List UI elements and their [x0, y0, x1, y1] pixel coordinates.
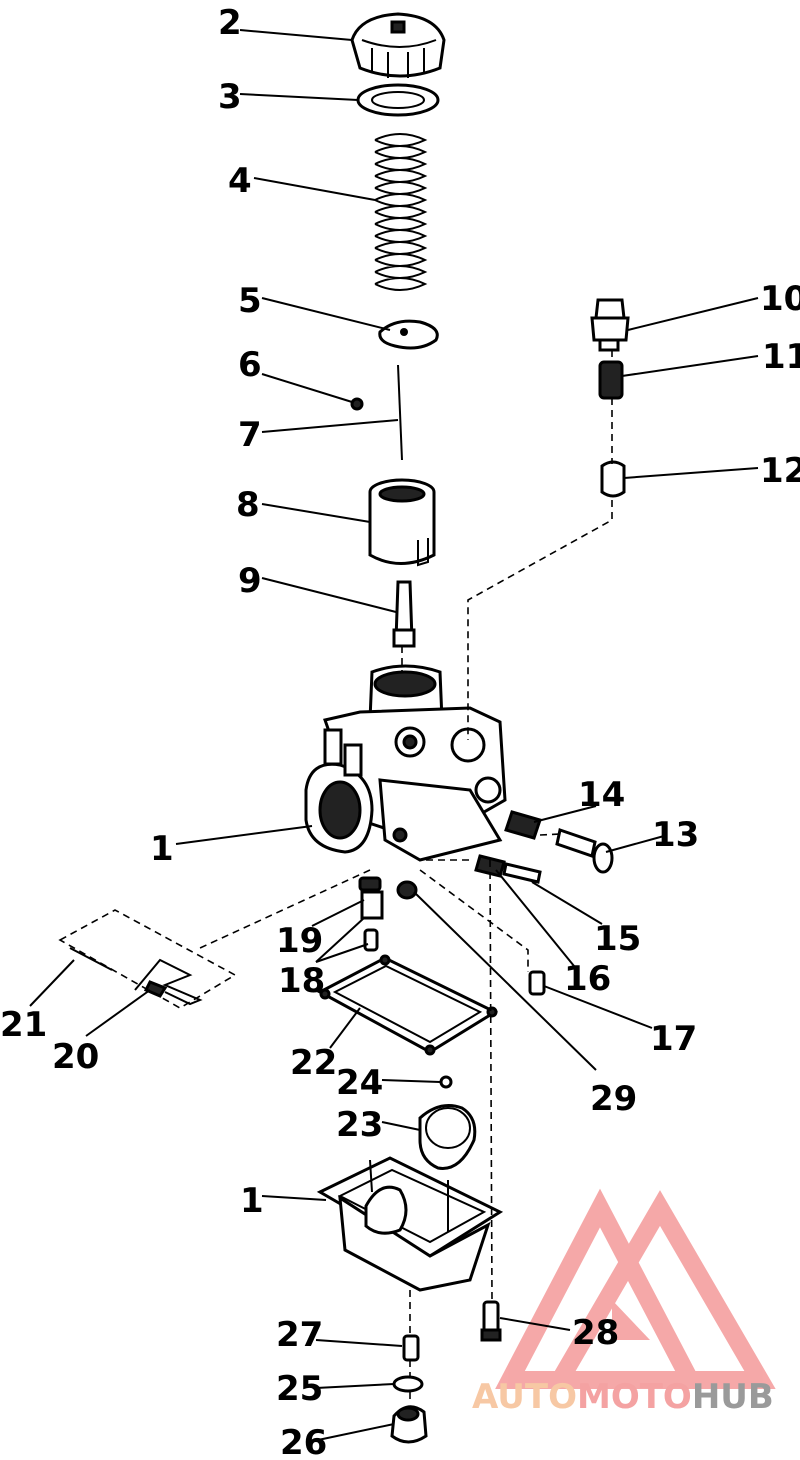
part-23-float [418, 1104, 477, 1170]
callout-2: 2 [218, 3, 242, 43]
callout-4: 4 [228, 161, 252, 201]
watermark-auto: AUTO [472, 1377, 577, 1417]
callout-11: 11 [762, 337, 800, 377]
part-26-drain-plug [390, 1405, 428, 1444]
callout-17: 17 [650, 1019, 697, 1059]
part-8-slide [368, 478, 436, 567]
part-12-plunger [600, 460, 626, 498]
part-25-o-ring [392, 1375, 424, 1393]
watermark-text: AUTOMOTOHUB [472, 1377, 774, 1417]
callout-10: 10 [760, 279, 800, 319]
callout-16: 16 [564, 959, 611, 999]
part-5-retainer [378, 319, 439, 350]
callout-1-upper: 1 [150, 829, 174, 869]
part-6-clip [350, 397, 364, 411]
callout-28: 28 [572, 1313, 619, 1353]
callout-22: 22 [290, 1043, 337, 1083]
part-13-screw [555, 828, 614, 874]
part-2-cap [350, 12, 446, 78]
leader-lines [29, 29, 759, 1441]
watermark-logo [495, 1188, 776, 1389]
part-28-screw [480, 1300, 502, 1342]
callout-7: 7 [238, 415, 262, 455]
callout-14: 14 [578, 775, 625, 815]
part-21-pin [58, 909, 237, 1009]
callout-19: 19 [276, 921, 323, 961]
callout-labels: 2 3 4 5 6 7 8 9 10 11 12 1 14 13 15 16 1… [0, 3, 800, 1460]
callout-29: 29 [590, 1079, 637, 1119]
callout-25: 25 [276, 1369, 323, 1409]
callout-15: 15 [594, 919, 641, 959]
callout-23: 23 [336, 1105, 383, 1145]
part-17-jet [528, 970, 546, 996]
callout-6: 6 [238, 345, 262, 385]
part-24-needle-valve [439, 1075, 453, 1089]
part-15-air-screw [474, 854, 542, 884]
part-11-spring [598, 360, 624, 400]
callout-3: 3 [218, 77, 242, 117]
callout-21: 21 [0, 1005, 47, 1045]
callout-18: 18 [278, 961, 325, 1001]
part-10-fitting [590, 298, 630, 352]
watermark-hub: HUB [692, 1377, 774, 1417]
callout-5: 5 [238, 281, 262, 321]
part-27-drain-screw [402, 1334, 420, 1362]
part-1-float-bowl [316, 1156, 504, 1292]
assembly-lines [199, 350, 613, 1404]
callout-20: 20 [52, 1037, 99, 1077]
callout-27: 27 [276, 1315, 323, 1355]
part-9-needle-jet [392, 580, 416, 648]
part-4-spring [374, 133, 428, 291]
part-7-needle [397, 364, 403, 461]
part-19-main-jet [358, 876, 384, 920]
callout-12: 12 [760, 451, 800, 491]
part-20-float-arm [134, 958, 203, 1006]
part-14-spring [504, 810, 542, 840]
callout-26: 26 [280, 1423, 327, 1460]
callout-9: 9 [238, 561, 262, 601]
callout-13: 13 [652, 815, 699, 855]
callout-8: 8 [236, 485, 260, 525]
part-22-gasket [316, 954, 499, 1056]
part-1-carburetor-body [304, 664, 507, 862]
part-3-washer [356, 83, 440, 117]
callout-1-lower: 1 [240, 1181, 264, 1221]
part-29-plug [396, 880, 418, 900]
watermark-moto: MOTO [577, 1377, 692, 1417]
part-18-jet [363, 928, 379, 952]
callout-24: 24 [336, 1063, 383, 1103]
